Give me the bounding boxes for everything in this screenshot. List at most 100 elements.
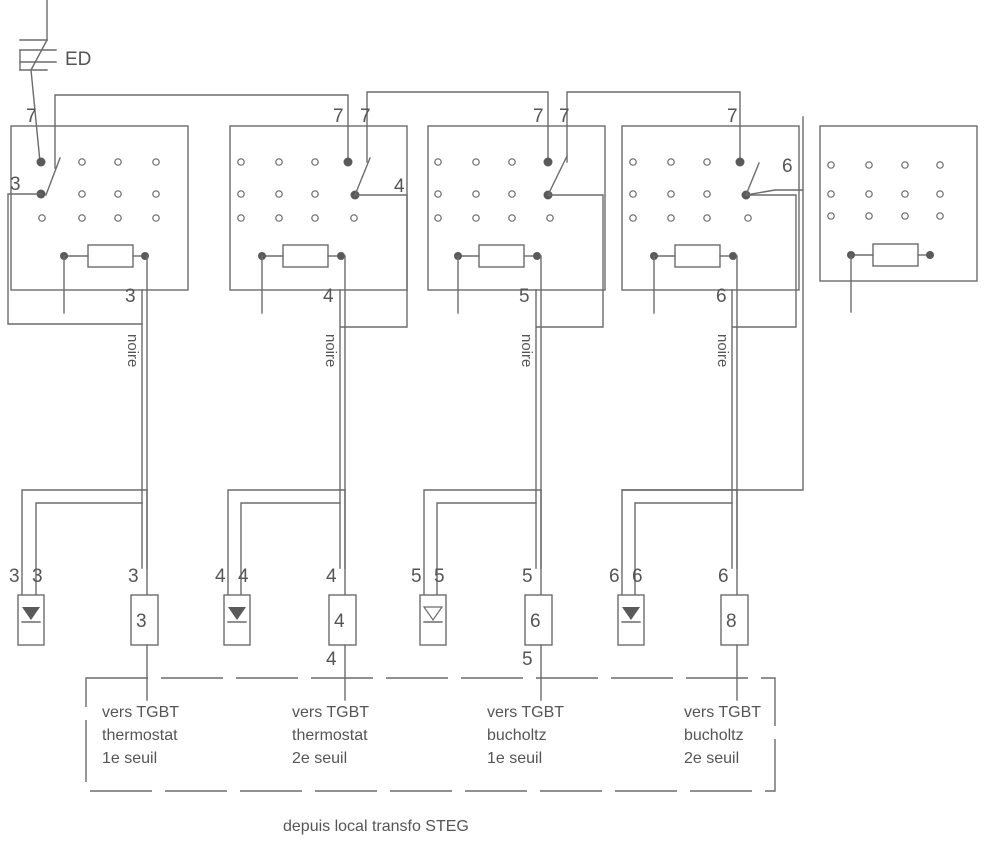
relay-3-return-wire <box>536 194 604 328</box>
ground-2-label-left: 4 <box>215 566 226 587</box>
tgbt-4-line1: vers TGBT <box>684 704 761 721</box>
relay-block-1-outline <box>10 125 189 291</box>
relay-5-coil <box>872 243 919 267</box>
terminal-group-3: 5 5 6 5 5 <box>411 489 553 701</box>
fuse-terminal-3[interactable] <box>524 594 553 646</box>
ground-1-label-left: 3 <box>9 566 20 587</box>
relay-3-coil-node-right <box>533 252 541 260</box>
relay-5-pin <box>827 190 835 198</box>
tgbt-4-line3: 2e seuil <box>684 750 739 767</box>
relay-3-pin <box>434 214 442 222</box>
relay-2-pin <box>237 158 245 166</box>
ground-symbol-filled-icon <box>22 607 40 620</box>
tgbt-2-line2: thermostat <box>292 727 368 744</box>
relay-5-pin <box>865 212 873 220</box>
ground-1-label-right: 3 <box>32 566 43 587</box>
fuse-3-label-bottom: 5 <box>522 649 533 670</box>
tgbt-2-line3: 2e seuil <box>292 750 347 767</box>
relay-4-pin <box>703 190 711 198</box>
relay-block-5-outline <box>819 125 978 282</box>
relay-1-pin <box>78 158 86 166</box>
relay-2-bus-label: 7 <box>360 106 371 127</box>
fuse-terminal-2[interactable] <box>328 594 357 646</box>
relay-1-coil-label: 3 <box>125 286 136 307</box>
relay-5-pin <box>827 212 835 220</box>
tgbt-1-line1: vers TGBT <box>102 704 179 721</box>
ground-3-label-left: 5 <box>411 566 422 587</box>
ed-label: ED <box>65 49 91 70</box>
fuse-2-label-top: 4 <box>326 566 337 587</box>
relay-5-pin <box>901 161 909 169</box>
relay-5-pin <box>936 161 944 169</box>
terminal-drop-routing <box>21 489 738 601</box>
relay-1-coil <box>87 244 134 268</box>
relay-3-pin <box>508 190 516 198</box>
ground-2-label-right: 4 <box>238 566 249 587</box>
relay-2-return-wire <box>340 194 408 328</box>
relay-2-contact-upper <box>343 157 353 167</box>
relay-5-pin <box>865 190 873 198</box>
bus-segment-2-3 <box>366 91 549 163</box>
drop-3-right <box>436 502 537 601</box>
fuse-1-label-top: 3 <box>128 566 139 587</box>
relay-4-pin <box>667 214 675 222</box>
relay-2-top-label: 7 <box>333 106 344 127</box>
relay-1-pin <box>152 214 160 222</box>
relay-3-contact-upper <box>543 157 553 167</box>
cable-1-label: noire <box>124 334 141 367</box>
relay-3-bus-label: 7 <box>559 106 570 127</box>
fuse-4-label-top: 6 <box>718 566 729 587</box>
relay-3-pin <box>434 158 442 166</box>
relay-1-switch-blade <box>45 157 61 196</box>
cable-2: noire <box>322 255 346 569</box>
relay-4-switch-blade <box>745 162 760 196</box>
relay-2-return-loop <box>340 194 408 328</box>
relay-block-5 <box>819 125 978 313</box>
ground-symbol-filled-icon <box>622 607 640 620</box>
tgbt-enclosure-outline <box>85 677 776 792</box>
relay-block-2: 7 7 4 4 <box>229 106 408 314</box>
relay-2-switch-blade <box>354 157 371 196</box>
relay-2-pin <box>237 214 245 222</box>
relay-2-pin <box>311 214 319 222</box>
relay-4-pin <box>703 214 711 222</box>
tgbt-4-line2: bucholtz <box>684 727 744 744</box>
relay-3-top-label: 7 <box>533 106 544 127</box>
ground-3-label-right: 5 <box>434 566 445 587</box>
relay-1-pin <box>114 214 122 222</box>
drop-4-right <box>634 502 733 601</box>
relay-4-coil-label: 6 <box>716 286 727 307</box>
relay-1-side-label: 3 <box>10 174 21 195</box>
relay-2-coil-node-right <box>337 252 345 260</box>
drop-2-left <box>227 489 346 601</box>
fuse-terminal-1[interactable] <box>130 594 159 646</box>
relay-4-pin <box>744 214 752 222</box>
relay-2-pin <box>311 190 319 198</box>
tgbt-caption-1: vers TGBT thermostat 1e seuil <box>102 704 179 767</box>
tgbt-3-line2: bucholtz <box>487 727 547 744</box>
ed-switch-blade <box>30 39 48 71</box>
trunk-vertical-right <box>621 116 804 491</box>
relay-5-pin <box>827 161 835 169</box>
relay-4-coil <box>674 244 721 268</box>
relay-2-branch-label: 4 <box>394 176 405 197</box>
cable-2-label: noire <box>322 334 339 367</box>
relay-3-coil-label: 5 <box>519 286 530 307</box>
relay-2-coil <box>282 244 329 268</box>
relay-4-branch-label: 6 <box>782 156 793 177</box>
relay-4-coil-node-right <box>729 252 737 260</box>
drop-1-right <box>35 502 143 601</box>
tgbt-3-line1: vers TGBT <box>487 704 564 721</box>
drop-4-left <box>621 489 738 601</box>
relay-5-pin <box>936 212 944 220</box>
terminal-group-4: 6 6 8 6 <box>609 489 749 701</box>
relay-5-pin <box>901 190 909 198</box>
relay-4-pin <box>629 214 637 222</box>
relay-1-top-label: 7 <box>26 106 37 127</box>
relay-3-pin <box>472 158 480 166</box>
fuse-terminal-4[interactable] <box>720 594 749 646</box>
relay-5-pin <box>865 161 873 169</box>
relay-1-return-loop <box>7 193 143 325</box>
relay-4-trunk-branch <box>621 116 804 491</box>
